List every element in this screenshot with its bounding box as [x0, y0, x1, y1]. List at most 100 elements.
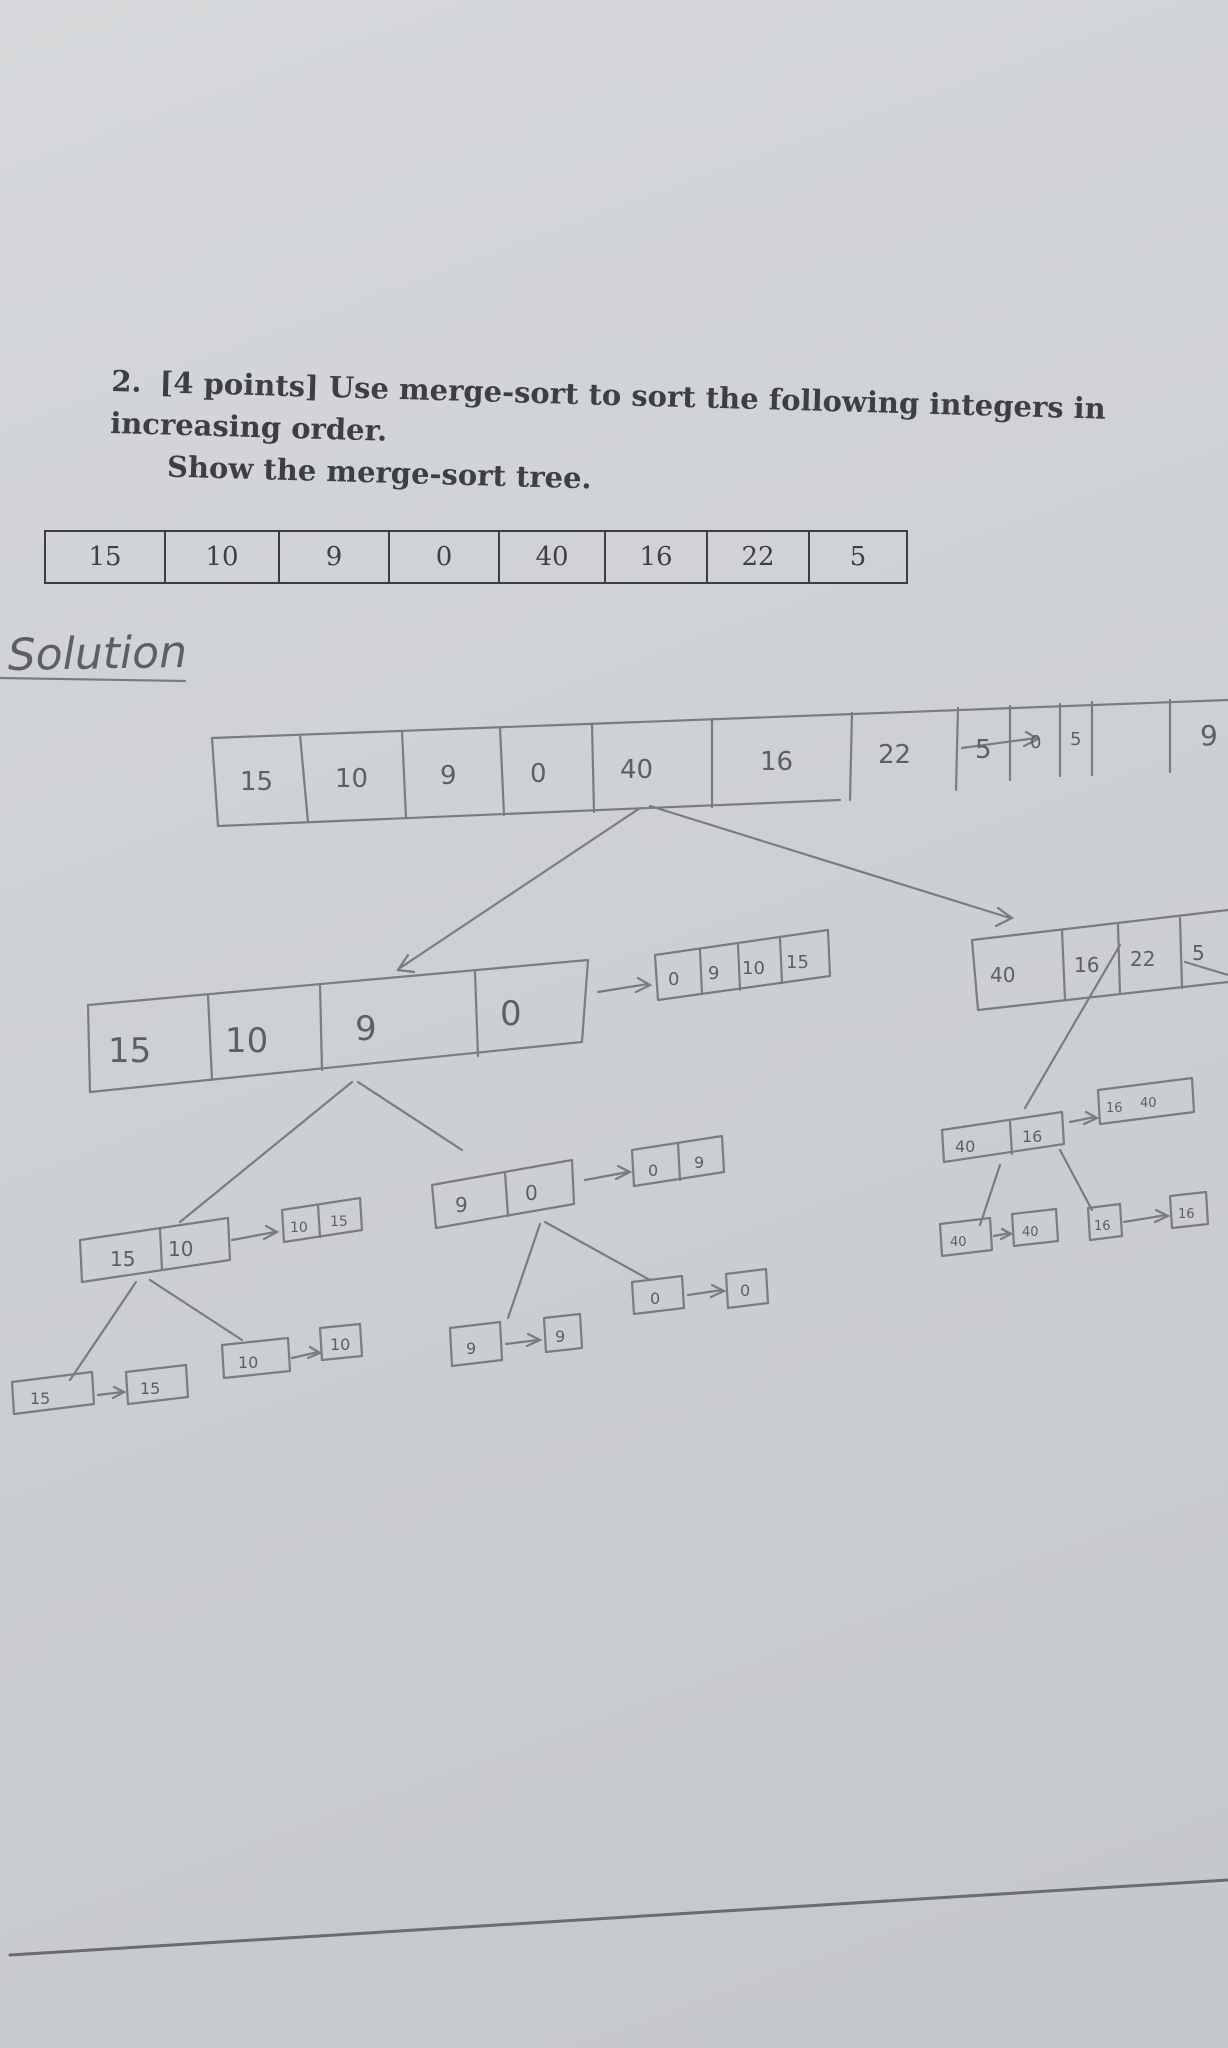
leaf-result-15 [124, 1363, 190, 1406]
root-value: 0 [530, 759, 547, 789]
left-right-result-box [630, 1134, 726, 1188]
right-left-value: 16 [1022, 1127, 1042, 1146]
right-left-result-value: 16 [1106, 1101, 1123, 1116]
leaf-value-0: 0 [650, 1289, 660, 1308]
left-left-result-box [280, 1196, 364, 1244]
edge-leaf-40 [978, 1163, 1002, 1227]
left-left-result-value: 10 [290, 1220, 308, 1236]
left-right-result-value: 9 [694, 1153, 704, 1172]
root-value: 15 [240, 767, 273, 797]
solution-heading: Solution [7, 627, 187, 681]
array-cell: 40 [498, 530, 606, 584]
leaf-result-40 [1010, 1207, 1060, 1248]
left-value: 10 [225, 1021, 268, 1061]
leaf-box-15 [10, 1370, 96, 1416]
edge-leaf-10 [148, 1278, 244, 1342]
left-right-box [430, 1158, 576, 1230]
leaf-value-40: 40 [950, 1235, 967, 1250]
leaf-box-40 [938, 1216, 994, 1258]
leaf-arrow-0 [686, 1283, 727, 1299]
edge-root-left [396, 806, 642, 974]
leaf-result-10 [318, 1322, 364, 1362]
right-left-result-value: 40 [1140, 1096, 1157, 1111]
left-result-value: 15 [786, 952, 809, 973]
leaf-result-9-text: 9 [555, 1327, 565, 1346]
root-result-value: 9 [1200, 719, 1218, 752]
root-value: 40 [620, 755, 653, 785]
left-value: 15 [108, 1031, 151, 1071]
edge-leaf-16 [1058, 1148, 1094, 1212]
right-left-box [940, 1110, 1066, 1164]
leaf-result-0-text: 0 [740, 1281, 750, 1300]
right-value: 16 [1074, 953, 1099, 977]
leaf-result-15-text: 15 [140, 1379, 160, 1398]
root-value: 5 [975, 735, 992, 765]
root-value: 22 [878, 740, 911, 770]
solution-underline [0, 676, 187, 683]
left-left-box [78, 1216, 232, 1284]
left-left-value: 10 [168, 1237, 193, 1261]
left-value: 9 [355, 1009, 377, 1049]
root-box [210, 698, 1228, 828]
left-arrow [596, 976, 653, 994]
edge-left-right [356, 1080, 464, 1152]
left-left-arrow [230, 1224, 280, 1242]
leaf-arrow-9 [504, 1332, 543, 1348]
edge-left-left [178, 1080, 354, 1224]
left-right-result-value: 0 [648, 1161, 658, 1180]
left-left-result-value: 15 [330, 1214, 348, 1230]
right-value: 22 [1130, 947, 1155, 971]
root-arrow [960, 730, 1041, 750]
root-value: 10 [335, 764, 368, 794]
input-array-row: 15 10 9 0 40 16 22 5 [44, 530, 908, 584]
input-array-table: 15 10 9 0 40 16 22 5 [44, 530, 908, 584]
edge-leaf-9 [506, 1222, 542, 1320]
leaf-result-16 [1168, 1190, 1210, 1230]
array-cell: 15 [44, 530, 166, 584]
root-result-value: 5 [1070, 729, 1081, 750]
leaf-arrow-40 [992, 1227, 1014, 1241]
edge-right-right [1183, 960, 1228, 977]
left-result-value: 9 [708, 963, 719, 984]
edge-right-left [1023, 943, 1122, 1110]
right-left-arrow [1068, 1110, 1100, 1126]
root-value: 16 [760, 747, 793, 777]
left-result-value: 0 [668, 969, 679, 990]
leaf-arrow-16 [1122, 1208, 1171, 1224]
left-result-value: 10 [742, 958, 765, 979]
array-cell: 10 [164, 530, 280, 584]
leaf-result-9 [542, 1312, 584, 1354]
leaf-value-9: 9 [466, 1339, 476, 1358]
array-cell: 0 [388, 530, 500, 584]
leaf-value-15: 15 [30, 1389, 50, 1408]
leaf-result-0 [724, 1267, 770, 1310]
leaf-arrow-15 [96, 1385, 127, 1400]
leaf-box-10 [220, 1336, 292, 1380]
left-left-value: 15 [110, 1247, 135, 1271]
array-cell: 22 [706, 530, 810, 584]
leaf-value-10: 10 [238, 1353, 258, 1372]
edge-root-right [648, 804, 1015, 928]
array-cell: 16 [604, 530, 708, 584]
edge-leaf-15 [68, 1280, 138, 1382]
leaf-value-16: 16 [1094, 1219, 1111, 1234]
leaf-box-16 [1086, 1202, 1124, 1242]
leaf-result-40-text: 40 [1022, 1225, 1039, 1240]
left-result-box [653, 928, 832, 1002]
leaf-result-16-text: 16 [1178, 1207, 1195, 1222]
right-left-value: 40 [955, 1137, 975, 1156]
bottom-divider [8, 1878, 1228, 1957]
left-right-arrow [583, 1164, 633, 1182]
left-right-value: 0 [525, 1181, 538, 1205]
left-right-value: 9 [455, 1193, 468, 1217]
array-cell: 9 [278, 530, 390, 584]
leaf-result-10-text: 10 [330, 1335, 350, 1354]
edge-leaf-0 [543, 1220, 652, 1282]
leaf-box-9 [448, 1320, 504, 1368]
right-value: 40 [990, 963, 1015, 987]
array-cell: 5 [808, 530, 908, 584]
right-value: 5 [1192, 941, 1205, 965]
left-value: 0 [500, 994, 522, 1034]
